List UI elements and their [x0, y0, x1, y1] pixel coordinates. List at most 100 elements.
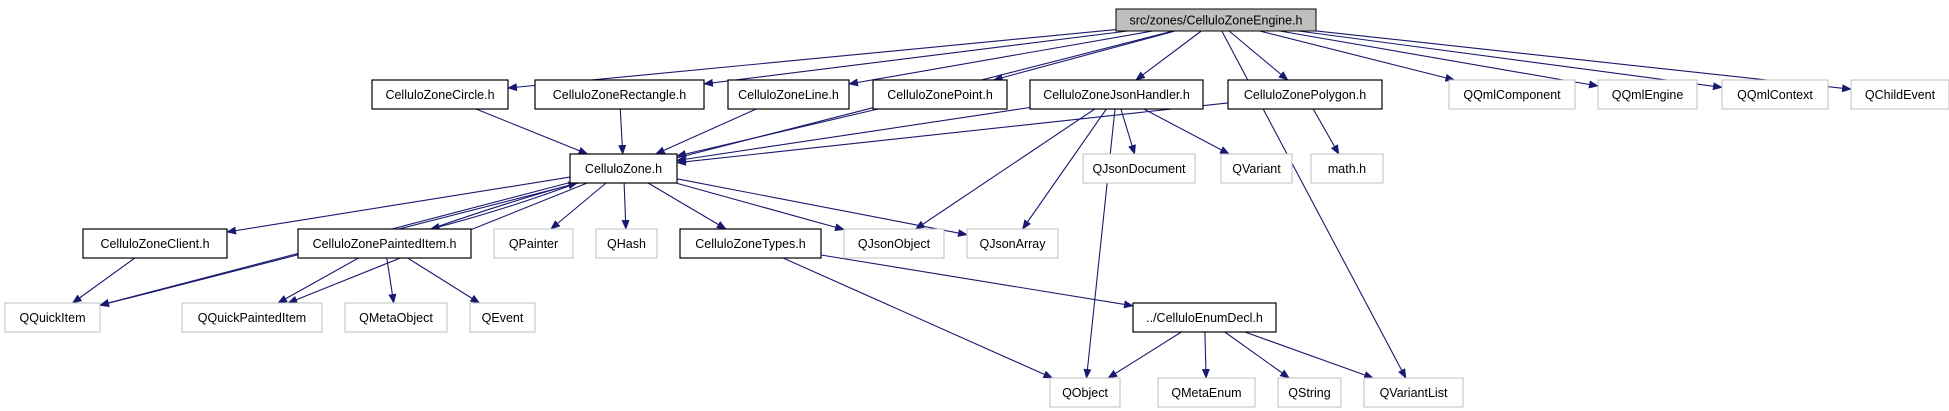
node-qquickpainteditem: QQuickPaintedItem	[181, 302, 323, 333]
node-types[interactable]: CelluloZoneTypes.h	[679, 228, 822, 259]
node-circle-label: CelluloZoneCircle.h	[385, 88, 494, 102]
node-qmetaenum: QMetaEnum	[1157, 377, 1256, 408]
edge-painted-to-qquickpainteditem	[277, 257, 359, 304]
node-qstring-label: QString	[1288, 386, 1330, 400]
node-qstring: QString	[1277, 377, 1342, 408]
node-qevent: QEvent	[469, 302, 536, 333]
edge-zone-to-painted	[429, 182, 578, 231]
node-painted[interactable]: CelluloZonePaintedItem.h	[297, 228, 472, 259]
node-client-box	[82, 228, 228, 259]
node-qqmlcomponent-label: QQmlComponent	[1463, 88, 1561, 102]
node-qqmlcontext-box	[1721, 79, 1829, 110]
node-qchildevent-box	[1850, 79, 1949, 110]
edge-json-to-qjsonarray	[1022, 108, 1107, 230]
node-qjsonarray-box	[966, 228, 1059, 259]
node-qvariantlist-box	[1363, 377, 1464, 408]
node-qmetaenum-label: QMetaEnum	[1171, 386, 1241, 400]
edge-enumdecl-to-qstring	[1224, 331, 1291, 379]
node-qquickitem: QQuickItem	[4, 302, 101, 333]
edge-root-to-qvariantlist	[1221, 30, 1407, 379]
edge-json-to-zone	[676, 106, 1031, 164]
edge-json-to-qobject	[1083, 108, 1116, 379]
node-polygon[interactable]: CelluloZonePolygon.h	[1227, 79, 1383, 110]
edge-zone-to-types	[647, 182, 727, 230]
node-point-box	[872, 79, 1008, 110]
node-qstring-box	[1277, 377, 1342, 408]
nodes-layer: src/zones/CelluloZoneEngine.hCelluloZone…	[4, 8, 1949, 408]
node-painted-box	[297, 228, 472, 259]
node-rect[interactable]: CelluloZoneRectangle.h	[534, 79, 705, 110]
edge-line-to-zone	[654, 108, 757, 155]
node-math: math.h	[1310, 153, 1384, 184]
node-qqmlengine-box	[1597, 79, 1698, 110]
edge-root-to-circle	[507, 29, 1117, 92]
edge-painted-to-qevent	[407, 257, 481, 304]
edge-json-to-qjsondocument	[1120, 108, 1136, 155]
node-qjsonarray: QJsonArray	[966, 228, 1059, 259]
node-point-label: CelluloZonePoint.h	[887, 88, 993, 102]
edge-json-to-qvariant	[1143, 108, 1230, 155]
node-qmetaobject: QMetaObject	[344, 302, 448, 333]
edge-root-to-qqmlcomponent	[1259, 30, 1456, 82]
node-qjsondocument: QJsonDocument	[1082, 153, 1196, 184]
edge-enumdecl-to-qmetaenum	[1201, 331, 1210, 379]
node-qhash-box	[595, 228, 658, 259]
edge-polygon-to-math	[1312, 108, 1340, 155]
node-enumdecl-label: ../CelluloEnumDecl.h	[1146, 311, 1263, 325]
node-types-label: CelluloZoneTypes.h	[695, 237, 806, 251]
node-root[interactable]: src/zones/CelluloZoneEngine.h	[1115, 8, 1317, 32]
edge-root-to-point	[992, 30, 1176, 82]
node-line[interactable]: CelluloZoneLine.h	[727, 79, 850, 110]
node-enumdecl-box	[1132, 302, 1277, 333]
node-rect-label: CelluloZoneRectangle.h	[553, 88, 686, 102]
edge-types-to-enumdecl	[820, 254, 1134, 309]
node-qqmlcontext-label: QQmlContext	[1737, 88, 1813, 102]
node-types-box	[679, 228, 822, 259]
node-qvariant-box	[1220, 153, 1293, 184]
edge-zone-to-qpainter	[550, 182, 607, 230]
node-qvariantlist: QVariantList	[1363, 377, 1464, 408]
edge-json-to-qjsonobject	[914, 108, 1096, 230]
edge-root-to-rect	[703, 30, 1128, 87]
node-client[interactable]: CelluloZoneClient.h	[82, 228, 228, 259]
node-qobject: QObject	[1049, 377, 1121, 408]
node-qobject-label: QObject	[1062, 386, 1108, 400]
edge-zone-to-qjsonarray	[676, 178, 968, 237]
edge-root-to-qqmlcontext	[1298, 30, 1723, 91]
node-polygon-label: CelluloZonePolygon.h	[1244, 88, 1366, 102]
node-circle-box	[371, 79, 509, 110]
node-qquickitem-label: QQuickItem	[20, 311, 86, 325]
edge-root-to-json	[1135, 30, 1202, 81]
node-qmetaenum-box	[1157, 377, 1256, 408]
node-qqmlcomponent: QQmlComponent	[1448, 79, 1576, 110]
node-qvariant-label: QVariant	[1232, 162, 1281, 176]
node-qchildevent-label: QChildEvent	[1865, 88, 1936, 102]
node-circle[interactable]: CelluloZoneCircle.h	[371, 79, 509, 110]
node-client-label: CelluloZoneClient.h	[100, 237, 209, 251]
node-root-label: src/zones/CelluloZoneEngine.h	[1129, 14, 1302, 28]
edge-client-to-qquickitem	[71, 257, 136, 304]
node-qpainter-box	[493, 228, 574, 259]
edge-root-to-qqmlengine	[1279, 30, 1599, 89]
edge-painted-to-zone	[430, 181, 579, 230]
edge-zone-to-client	[226, 176, 571, 235]
node-qqmlcontext: QQmlContext	[1721, 79, 1829, 110]
node-qmetaobject-label: QMetaObject	[359, 311, 433, 325]
node-qquickitem-box	[4, 302, 101, 333]
node-qqmlengine: QQmlEngine	[1597, 79, 1698, 110]
edge-point-to-zone	[676, 108, 879, 158]
edge-rect-to-zone	[618, 108, 627, 155]
node-zone[interactable]: CelluloZone.h	[569, 153, 678, 184]
node-json[interactable]: CelluloZoneJsonHandler.h	[1029, 79, 1204, 110]
node-enumdecl[interactable]: ../CelluloEnumDecl.h	[1132, 302, 1277, 333]
edges-layer	[71, 29, 1852, 379]
node-qchildevent: QChildEvent	[1850, 79, 1949, 110]
node-line-label: CelluloZoneLine.h	[738, 88, 839, 102]
node-point[interactable]: CelluloZonePoint.h	[872, 79, 1008, 110]
edge-circle-to-zone	[475, 108, 589, 155]
node-qjsondocument-box	[1082, 153, 1196, 184]
edge-painted-to-qmetaobject	[386, 257, 397, 304]
node-qquickpainteditem-label: QQuickPaintedItem	[198, 311, 306, 325]
node-qvariantlist-label: QVariantList	[1380, 386, 1448, 400]
